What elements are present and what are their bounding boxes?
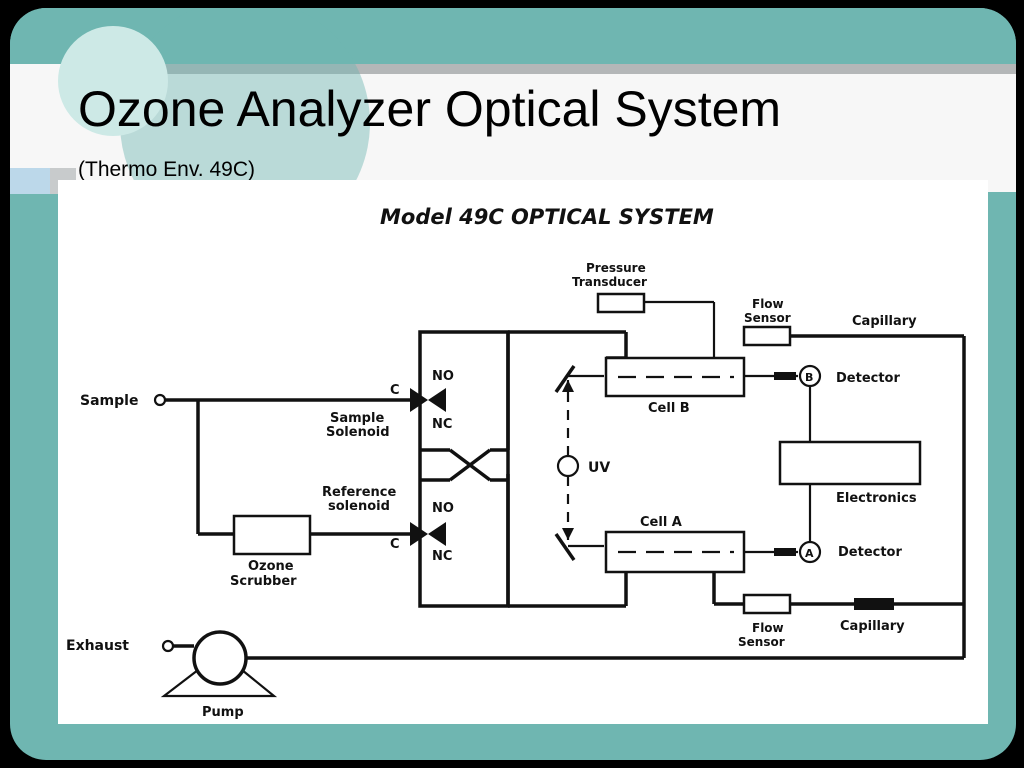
sample-solenoid-label-2: Solenoid	[326, 425, 390, 440]
nc-bottom: NC	[432, 549, 452, 564]
uv-arrow-down	[562, 528, 574, 540]
ozone-scrubber-label-1: Ozone	[248, 559, 294, 574]
no-top: NO	[432, 369, 454, 384]
pump-base	[160, 669, 278, 698]
flow-sensor-top-label-1: Flow	[752, 297, 784, 311]
reference-solenoid-valve	[410, 522, 446, 546]
title-stripe	[160, 64, 1016, 74]
flow-sensor-bottom	[742, 593, 792, 615]
reference-solenoid-label-2: solenoid	[328, 499, 390, 514]
detector-b-block	[774, 372, 796, 380]
sample-port	[153, 393, 167, 407]
title-band	[10, 64, 1016, 192]
crossing-tube-2	[448, 448, 492, 482]
optical-system-diagram: Model 49C OPTICAL SYSTEM Sample Ozone Sc…	[66, 205, 966, 720]
uv-label: UV	[588, 460, 610, 476]
capillary-bottom	[854, 598, 894, 610]
flow-sensor-top-label-2: Sensor	[744, 311, 791, 325]
diagram-heading: Model 49C OPTICAL SYSTEM	[380, 205, 714, 229]
cell-a-label: Cell A	[640, 515, 682, 530]
capillary-bottom-label: Capillary	[840, 619, 905, 634]
detector-b-label: Detector	[836, 371, 900, 386]
detector-a-label: Detector	[838, 545, 902, 560]
ozone-scrubber-label-2: Scrubber	[230, 574, 297, 589]
decorative-square-blue	[10, 168, 50, 194]
slide-subtitle: (Thermo Env. 49C)	[78, 158, 255, 181]
capillary-top-label: Capillary	[852, 314, 917, 329]
no-bottom: NO	[432, 501, 454, 516]
reference-solenoid-label-1: Reference	[322, 485, 396, 500]
valve-c-top: C	[390, 383, 400, 398]
flow-sensor-top	[742, 325, 792, 347]
pump	[192, 630, 248, 686]
exhaust-port	[161, 639, 175, 653]
detector-a-block	[774, 548, 796, 556]
diagram-frame: Model 49C OPTICAL SYSTEM Sample Ozone Sc…	[58, 180, 988, 724]
slide-title: Ozone Analyzer Optical System	[78, 81, 782, 137]
electronics-label: Electronics	[836, 491, 917, 506]
flow-sensor-bottom-label-1: Flow	[752, 621, 784, 635]
valve-c-bottom: C	[390, 537, 400, 552]
detector-a-symbol: A	[805, 547, 814, 560]
pump-label: Pump	[202, 705, 244, 720]
pressure-transducer-label-1: Pressure	[586, 261, 646, 275]
cell-b-label: Cell B	[648, 401, 690, 416]
uv-lamp	[556, 454, 580, 478]
uv-arrow-up	[562, 380, 574, 392]
mirror-bottom	[554, 533, 576, 561]
nc-top: NC	[432, 417, 452, 432]
exhaust-label: Exhaust	[66, 638, 129, 654]
mirror-top	[554, 365, 576, 393]
flow-sensor-bottom-label-2: Sensor	[738, 635, 785, 649]
electronics-box	[778, 440, 922, 486]
ozone-scrubber	[232, 514, 312, 556]
detector-b-symbol: B	[805, 371, 813, 384]
pressure-transducer	[596, 292, 646, 314]
top-band	[10, 8, 1016, 64]
sample-solenoid-label-1: Sample	[330, 411, 384, 426]
valve-manifold	[418, 330, 510, 608]
pressure-transducer-label-2: Transducer	[572, 275, 647, 289]
decorative-circle-small	[58, 26, 168, 136]
sample-solenoid-valve	[410, 388, 446, 412]
sample-label: Sample	[80, 393, 138, 409]
